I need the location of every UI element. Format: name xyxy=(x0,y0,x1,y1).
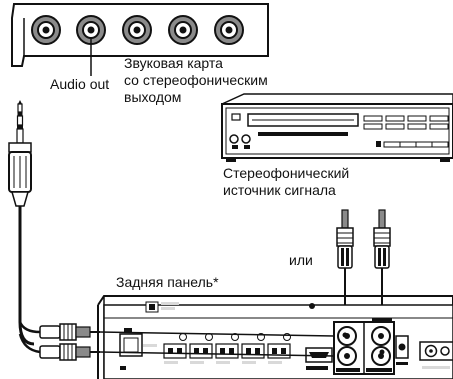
y-split-rca-plugs xyxy=(18,321,100,361)
audio-jack-2-audio-out xyxy=(76,15,106,45)
mini-jack-plug xyxy=(8,100,32,207)
video-out-jack xyxy=(395,335,409,365)
optical-port xyxy=(119,328,157,370)
or-label: или xyxy=(289,252,313,268)
stereo-source-label: Стереофонический источник сигнала xyxy=(223,165,350,198)
audio-jack-4 xyxy=(168,15,198,45)
source-knob-1 xyxy=(229,134,239,144)
rca-line-upper xyxy=(99,331,335,337)
rca-line-lower xyxy=(99,351,335,357)
audio-jack-5 xyxy=(214,15,244,45)
audio-jack-1 xyxy=(31,15,61,45)
audio-input-rca-block xyxy=(333,318,395,375)
audio-jack-3 xyxy=(122,15,152,45)
stereo-source-device xyxy=(221,93,453,162)
panel-screw xyxy=(309,303,315,309)
sound-card xyxy=(11,3,269,76)
audio-cable xyxy=(18,206,35,346)
audio-out-label: Audio out xyxy=(50,76,110,92)
rear-panel-label: Задняя панель* xyxy=(116,274,219,290)
source-knob-2 xyxy=(241,134,251,144)
sound-card-label: Звуковая карта со стереофоническим выход… xyxy=(124,55,268,105)
source-rca-plug-right xyxy=(373,209,391,352)
fm-antenna-connector xyxy=(419,341,453,369)
rear-panel xyxy=(97,295,453,379)
